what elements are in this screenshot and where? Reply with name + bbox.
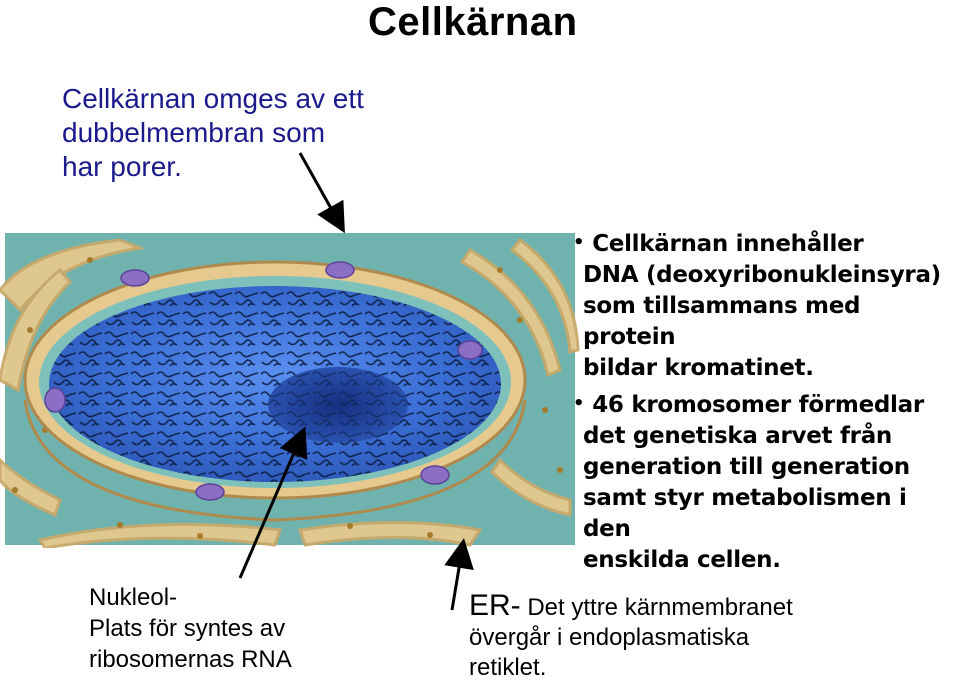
caption-line: Nukleol-	[89, 584, 178, 611]
bullet-line: det genetiska arvet från	[583, 423, 892, 449]
nucleolus-caption: Nukleol- Plats för syntes av ribosomerna…	[89, 582, 389, 675]
bullet-line: bildar kromatinet.	[583, 355, 814, 381]
intro-text: Cellkärnan omges av ett dubbelmembran so…	[62, 82, 422, 184]
caption-line: retiklet.	[469, 654, 547, 681]
intro-line: har porer.	[62, 151, 182, 182]
bullet-dna: • Cellkärnan innehåller DNA (deoxyribonuk…	[573, 227, 955, 384]
intro-line: Cellkärnan omges av ett	[62, 83, 364, 114]
intro-line: dubbelmembran som	[62, 117, 326, 148]
er-caption: ER- Det yttre kärnmembranet övergår i en…	[469, 591, 889, 683]
er-label: ER-	[469, 589, 521, 622]
bullet-line: Cellkärnan innehåller	[592, 231, 864, 257]
nucleus-illustration	[0, 233, 580, 548]
bullet-line: samt styr metabolismen i den	[583, 485, 907, 542]
bullet-dot: •	[573, 232, 585, 253]
bullet-line: DNA (deoxyribonukleinsyra)	[583, 262, 941, 288]
caption-line: övergår i endoplasmatiska	[469, 624, 750, 651]
bullet-line: generation till generation	[583, 454, 910, 480]
bullet-chromosomes: • 46 kromosomer förmedlar det genetiska a…	[573, 388, 955, 576]
page-title: Cellkärnan	[368, 0, 578, 44]
bullet-line: 46 kromosomer förmedlar	[592, 392, 924, 418]
caption-line: Plats för syntes av	[89, 615, 286, 642]
bullet-line: som tillsammans med protein	[583, 293, 861, 350]
er-arrow	[444, 538, 474, 611]
bullet-line: enskilda cellen.	[583, 547, 781, 573]
caption-line: ribosomernas RNA	[89, 646, 292, 673]
bullet-dot: •	[573, 393, 585, 414]
caption-line: Det yttre kärnmembranet	[520, 594, 793, 621]
